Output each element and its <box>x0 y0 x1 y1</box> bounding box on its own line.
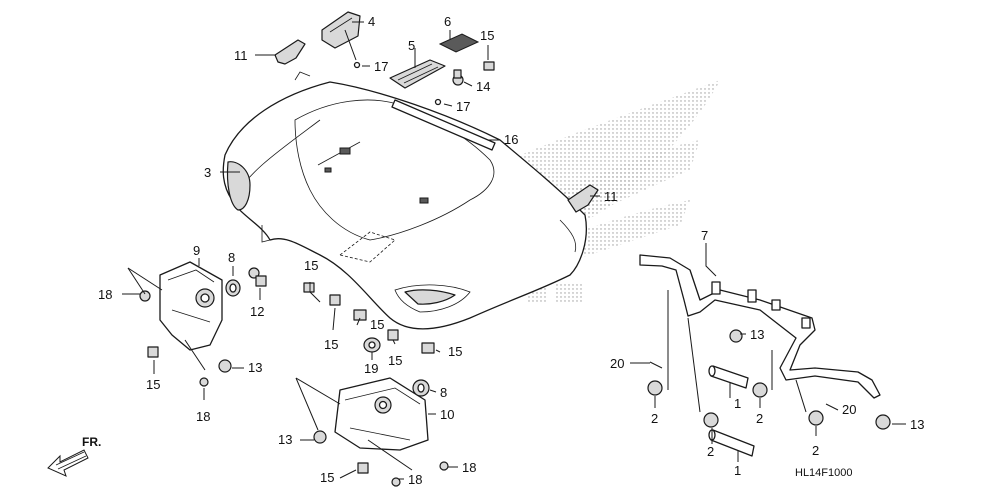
callout-2c: 2 <box>707 444 714 459</box>
callout-15b: 15 <box>304 258 318 273</box>
bracket-part-6 <box>438 33 480 53</box>
strip-part-16 <box>391 99 496 151</box>
callout-11b: 11 <box>604 189 618 204</box>
callout-19: 19 <box>364 361 378 376</box>
grommets-part-8 <box>225 279 430 397</box>
screws-part-13-and-18 <box>139 290 891 487</box>
bracket-part-4 <box>321 11 361 49</box>
callout-18c: 18 <box>408 472 422 487</box>
clip-part-11-upper <box>274 39 306 65</box>
bracket-part-10 <box>334 377 429 451</box>
callout-5: 5 <box>408 38 415 53</box>
callout-13b: 13 <box>278 432 292 447</box>
pins-part-20 <box>649 361 839 411</box>
callout-1b: 1 <box>734 463 741 478</box>
collar-part-19 <box>363 337 381 353</box>
callout-labels: 1 1 2 2 2 2 3 4 5 6 7 8 8 9 10 11 11 12 … <box>98 14 924 487</box>
callout-15a: 15 <box>480 28 494 43</box>
front-hood-part-3 <box>222 71 587 330</box>
bracket-part-9 <box>159 261 223 351</box>
callout-2d: 2 <box>812 443 819 458</box>
callout-1a: 1 <box>734 396 741 411</box>
callout-14: 14 <box>476 79 490 94</box>
callout-17a: 17 <box>374 59 388 74</box>
fasteners <box>353 61 495 106</box>
callout-2a: 2 <box>651 411 658 426</box>
callout-6: 6 <box>444 14 451 29</box>
clip-part-11-lower <box>567 184 599 213</box>
callout-8a: 8 <box>228 250 235 265</box>
callout-18d: 18 <box>462 460 476 475</box>
bolt-part-12 <box>248 267 267 287</box>
callout-15g: 15 <box>146 377 160 392</box>
callout-13c: 13 <box>750 327 764 342</box>
callout-9: 9 <box>193 243 200 258</box>
callout-20b: 20 <box>842 402 856 417</box>
callout-4: 4 <box>368 14 375 29</box>
vent-part-5 <box>389 59 446 89</box>
callout-20a: 20 <box>610 356 624 371</box>
callout-18b: 18 <box>196 409 210 424</box>
callout-2b: 2 <box>756 411 763 426</box>
callout-13a: 13 <box>248 360 262 375</box>
callout-15d: 15 <box>370 317 384 332</box>
callout-15c: 15 <box>324 337 338 352</box>
leader-lines <box>122 21 906 480</box>
collars-part-2 <box>647 380 824 428</box>
front-direction-arrow: FR. <box>47 435 101 477</box>
callout-10: 10 <box>440 407 454 422</box>
callout-15e: 15 <box>388 353 402 368</box>
callout-8b: 8 <box>440 385 447 400</box>
callout-7: 7 <box>701 228 708 243</box>
callout-15h: 15 <box>320 470 334 485</box>
callout-17b: 17 <box>456 99 470 114</box>
direction-label: FR. <box>82 435 101 449</box>
frame-part-7 <box>639 254 881 399</box>
callout-3: 3 <box>204 165 211 180</box>
callout-15f: 15 <box>448 344 462 359</box>
callout-16: 16 <box>504 132 518 147</box>
callout-11a: 11 <box>234 48 248 63</box>
pipes-part-1 <box>708 365 755 457</box>
callout-18a: 18 <box>98 287 112 302</box>
diagram-code: HL14F1000 <box>795 467 853 479</box>
callout-13d: 13 <box>910 417 924 432</box>
callout-12: 12 <box>250 304 264 319</box>
